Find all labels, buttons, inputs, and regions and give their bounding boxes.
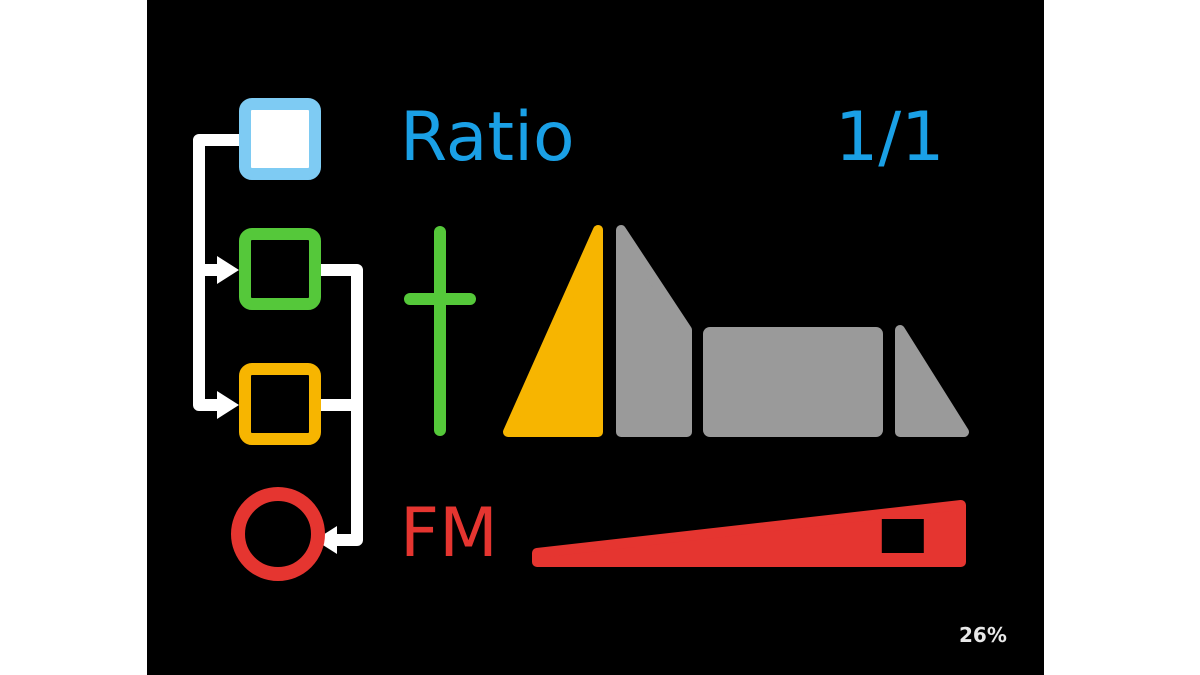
parameter-label: Ratio [400, 98, 575, 177]
progress-percentage: 26% [959, 623, 1007, 647]
fm-amount-wedge [532, 500, 966, 567]
arrow-to-green-icon [217, 256, 239, 284]
routing-arrows [217, 256, 337, 554]
envelope-stage-decay[interactable] [616, 225, 692, 437]
arrow-to-red-icon [315, 526, 337, 554]
parameter-value[interactable]: 1/1 [835, 98, 945, 177]
screen-graphics [193, 98, 969, 581]
arrow-to-yellow-icon [217, 391, 239, 419]
envelope-graph [503, 225, 969, 437]
green-level-indicator[interactable] [404, 226, 476, 436]
fm-amount-meter[interactable] [532, 500, 966, 567]
envelope-stage-release[interactable] [895, 325, 969, 437]
routing-wire-left [193, 134, 245, 411]
algorithm-routing [193, 134, 363, 546]
envelope-stage-sustain[interactable] [703, 327, 883, 437]
fm-label: FM [400, 494, 498, 573]
yellow-operator-square[interactable] [239, 363, 321, 445]
fm-amount-handle[interactable] [881, 519, 924, 553]
envelope-stage-attack[interactable] [503, 225, 603, 437]
red-operator-circle[interactable] [231, 487, 325, 581]
green-operator-square[interactable] [239, 228, 321, 310]
synth-screen: Ratio 1/1 FM 26% [147, 0, 1044, 675]
routing-wire-right [315, 264, 363, 546]
carrier-operator-square[interactable] [239, 98, 321, 180]
